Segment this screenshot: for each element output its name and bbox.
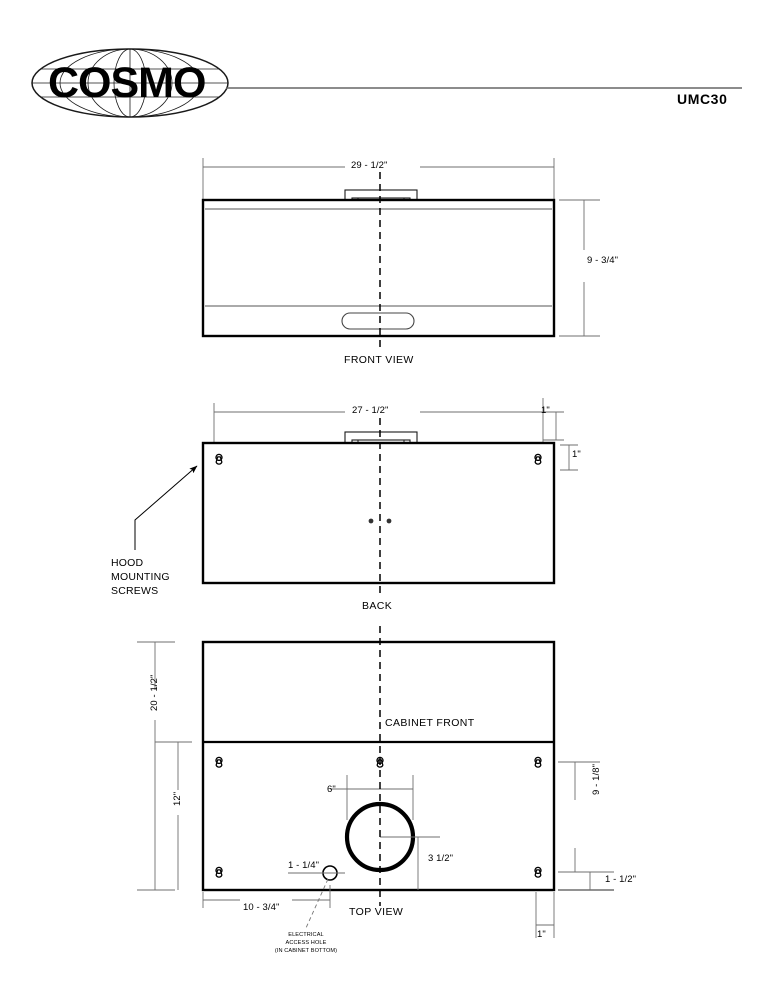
top-depth-total-dimension: 20 - 1/2" bbox=[149, 674, 160, 712]
screw-dot bbox=[368, 518, 374, 524]
screw-dot bbox=[386, 518, 392, 524]
front-height-dimension: 9 - 3/4" bbox=[587, 255, 619, 266]
top-right-dimension: 9 - 1/8" bbox=[591, 763, 602, 795]
model-number: UMC30 bbox=[677, 91, 728, 107]
electrical-access-note: ELECTRICAL ACCESS HOLE (IN CABINET BOTTO… bbox=[274, 932, 338, 955]
top-right-bottom-dimension: 1 - 1/2" bbox=[605, 874, 637, 885]
back-width-dimension: 27 - 1/2" bbox=[352, 405, 389, 416]
cosmo-logo-text: COSMO bbox=[48, 59, 206, 107]
top-view-label: TOP VIEW bbox=[349, 906, 404, 918]
top-depth-lower-dimension: 12" bbox=[172, 791, 183, 806]
cabinet-front-label: CABINET FRONT bbox=[385, 717, 475, 729]
duct-offset-dimension: 3 1/2" bbox=[428, 853, 454, 864]
back-top-offset-dimension: 1" bbox=[541, 405, 550, 416]
back-view-graphics bbox=[134, 398, 578, 598]
front-width-dimension: 29 - 1/2" bbox=[351, 160, 388, 171]
duct-diameter-dimension: 6" bbox=[327, 784, 336, 795]
electrical-hole-dimension: 1 - 1/4" bbox=[288, 860, 320, 871]
header-graphics bbox=[31, 48, 742, 118]
electrical-hole-offset-dimension: 10 - 3/4" bbox=[243, 902, 280, 913]
back-view-label: BACK bbox=[362, 600, 393, 612]
top-bottom-right-dimension: 1" bbox=[537, 929, 546, 940]
top-view-graphics bbox=[137, 626, 614, 938]
back-hole-offset-dimension: 1" bbox=[572, 449, 581, 460]
hood-mounting-screws-callout: HOOD MOUNTING SCREWS bbox=[111, 557, 170, 598]
front-view-graphics bbox=[201, 158, 600, 352]
front-view-label: FRONT VIEW bbox=[344, 354, 414, 366]
